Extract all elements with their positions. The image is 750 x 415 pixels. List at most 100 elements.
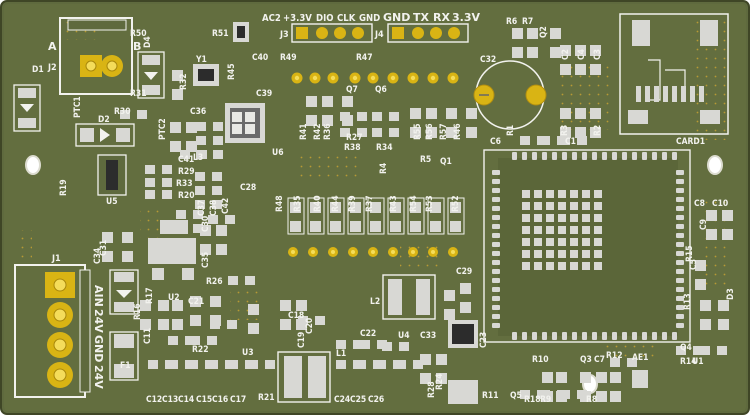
header-j3 [291,23,373,43]
ref-c3: C3 [593,49,603,60]
ref-l3: L3 [193,153,203,163]
ref-r46: R46 [453,123,463,140]
regulator-u2 [148,220,196,280]
diode-d1 [13,84,41,132]
ref-r56: R56 [425,123,435,140]
ref-card1: CARD1 [676,137,705,147]
ref-c22: C22 [360,329,376,339]
ref-r14: R14 [680,357,697,367]
label-rx: RX [433,11,450,24]
ref-r50: R50 [130,29,147,39]
ref-l1: L1 [336,349,346,359]
ref-r55: R55 [413,123,423,140]
ref-r15: R15 [685,245,695,262]
ref-d2: D2 [98,115,110,125]
ref-r53: R53 [425,195,435,212]
ref-u3: U3 [242,348,254,358]
ref-c9: C9 [699,219,709,230]
ref-r32: R32 [179,73,189,90]
ref-r51: R51 [212,29,229,39]
ref-c5: C5 [689,259,699,270]
ref-r20: R20 [178,191,195,201]
ref-r9: R9 [540,395,551,405]
ref-c29: C29 [456,267,472,277]
ref-c16: C16 [212,395,228,405]
ref-u5: U5 [106,197,118,207]
ref-r35: R35 [293,195,303,212]
ref-c40: C40 [252,53,268,63]
ref-r30: R30 [114,107,131,117]
ref-c34: C34 [93,248,103,264]
label-24v-b: 24V [92,365,105,389]
terminal-block-j1 [14,264,91,398]
silkscreen-labels: AC2 +3.3V DIO CLK GND GND TX RX 3.3V J3 … [47,11,480,389]
ref-d4: D4 [143,36,153,48]
ref-r40: R40 [313,195,323,212]
ref-r19: R19 [59,179,69,196]
ref-c8: C8 [694,199,705,209]
ref-r38: R38 [344,143,361,153]
ref-r10: R10 [532,355,549,365]
label-clk: CLK [337,13,356,24]
ref-r42: R42 [313,123,323,140]
label-j1: J1 [51,254,61,264]
button-top [233,22,249,42]
esp32-module [483,149,691,343]
header-j4 [387,23,469,43]
ref-d1: D1 [32,65,44,75]
ref-r5: R5 [420,155,431,165]
ref-r7: R7 [522,17,533,27]
ref-ptc1: PTC1 [73,96,83,118]
ref-r18: R18 [524,395,541,405]
label-3v3-right: 3.3V [452,11,480,24]
label-dio: DIO [316,13,334,24]
ref-c26: C26 [368,395,384,405]
ref-r43: R43 [389,195,399,212]
ref-r26: R26 [206,277,223,287]
ref-c17: C17 [230,395,246,405]
ref-r48: R48 [275,195,285,212]
ref-r12: R12 [606,351,623,361]
regulator-u4 [448,320,478,404]
label-j4: J4 [374,30,384,40]
diode-d4 [137,51,165,99]
label-24v-a: 24V [92,309,105,333]
ref-r34: R34 [376,143,393,153]
ref-r8: R8 [586,395,597,405]
ref-c42: C42 [221,198,231,214]
gold-pad-rows [288,72,459,257]
ref-c7: C7 [594,355,605,365]
ref-c39: C39 [256,89,272,99]
ref-q1: Q1 [440,157,452,167]
ref-r45: R45 [227,63,237,80]
ref-c11: C11 [143,328,153,344]
label-gnd-left: GND [359,13,380,24]
antenna-ae1 [632,370,648,388]
ref-r21: R21 [258,393,275,403]
ref-r37: R37 [365,195,375,212]
ref-q7: Q7 [346,85,358,95]
label-gnd: GND [92,335,105,362]
ref-r44: R44 [331,195,341,212]
ref-c12: C12 [146,395,162,405]
ref-u2: U2 [168,293,180,303]
ref-c6: C6 [490,137,501,147]
ref-y1: Y1 [195,55,207,65]
ref-q4: Q4 [680,343,692,353]
crystal-y1 [193,64,219,86]
ref-c35: C35 [201,252,211,268]
label-gnd-right: GND [383,11,410,24]
ref-c15: C15 [196,395,212,405]
label-a: A [48,40,57,53]
terminal-block-j2 [59,17,133,95]
ref-c2: C2 [561,49,571,60]
ref-c21: C21 [188,297,204,307]
ref-q2: Q2 [539,26,549,38]
ref-c36: C36 [190,107,206,117]
ref-c37: C37 [197,200,207,216]
ref-r2: R2 [593,125,603,136]
ref-c30: C30 [201,216,211,232]
label-3v3-left: +3.3V [283,13,312,24]
